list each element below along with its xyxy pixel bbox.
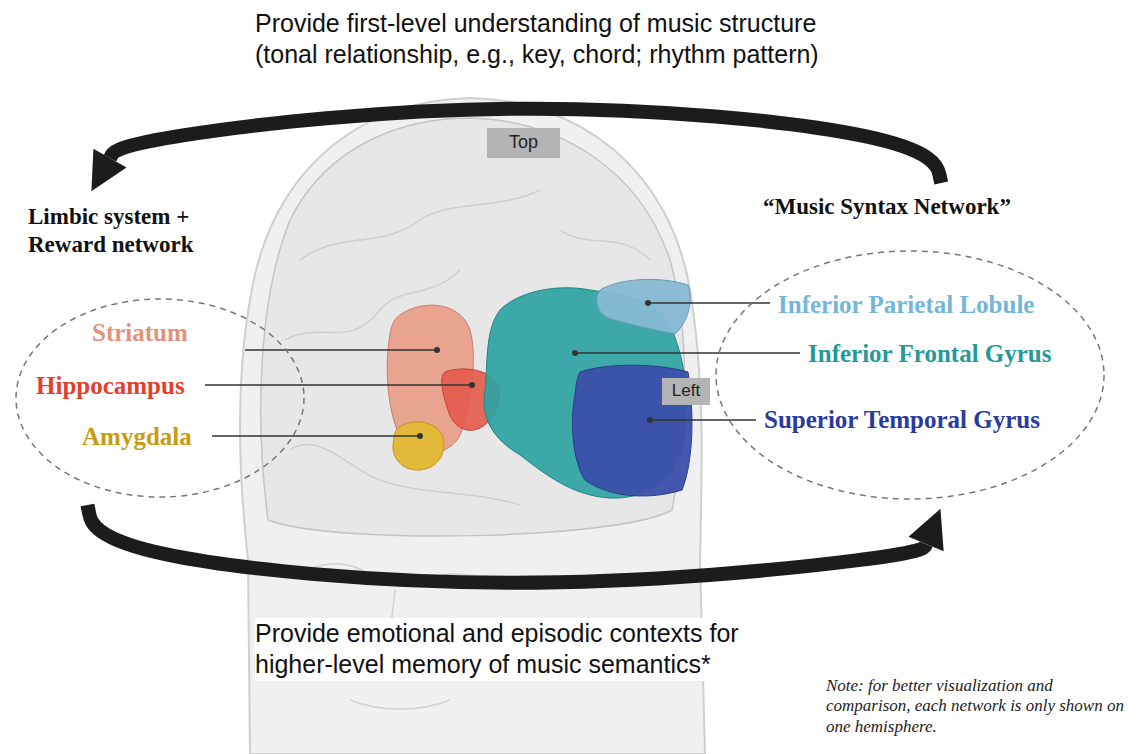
leader-dot: [572, 350, 578, 356]
leader-line: [575, 352, 800, 354]
network-heading: “Music Syntax Network”: [763, 193, 1011, 221]
region-label: Striatum: [92, 318, 188, 348]
inferior-parietal-lobule-shape: [597, 279, 691, 334]
orientation-label: Top: [509, 132, 538, 154]
leader-line: [650, 419, 756, 421]
region-label: Inferior Parietal Lobule: [778, 290, 1034, 320]
note-text: Note: for better visualization and compa…: [826, 676, 1138, 737]
flow-label: Provide first-level understanding of mus…: [255, 8, 855, 71]
leader-line: [205, 384, 472, 386]
leader-dot: [434, 347, 440, 353]
leader-line: [212, 435, 420, 437]
flow-label: Provide emotional and episodic contexts …: [255, 618, 755, 681]
leader-dot: [417, 433, 423, 439]
flow-arrow: [88, 505, 927, 583]
face-contour: [350, 700, 450, 709]
network-group: Limbic system + Reward networkStriatumHi…: [15, 200, 305, 498]
amygdala-shape: [393, 422, 444, 470]
dashed-ellipse: [716, 251, 1104, 499]
orientation-tag: Left: [662, 378, 710, 405]
leader-dot: [647, 417, 653, 423]
gyrus-line: [300, 190, 540, 260]
orientation-label: Left: [672, 381, 700, 401]
flow-arrow: [110, 109, 941, 183]
network-group: “Music Syntax Network” Inferior Parietal …: [715, 190, 1105, 500]
network-heading: Limbic system + Reward network: [28, 203, 228, 258]
leader-line: [245, 349, 437, 351]
region-label: Superior Temporal Gyrus: [764, 405, 1040, 435]
leader-dot: [469, 382, 475, 388]
orientation-tag: Top: [487, 128, 560, 158]
region-label: Amygdala: [82, 422, 192, 452]
leader-dot: [645, 300, 651, 306]
ellipse-outline: [715, 250, 1105, 500]
gyrus-line: [560, 230, 650, 260]
region-label: Hippocampus: [36, 371, 185, 401]
region-label: Inferior Frontal Gyrus: [808, 339, 1052, 369]
dashed-ellipse: [16, 299, 304, 497]
